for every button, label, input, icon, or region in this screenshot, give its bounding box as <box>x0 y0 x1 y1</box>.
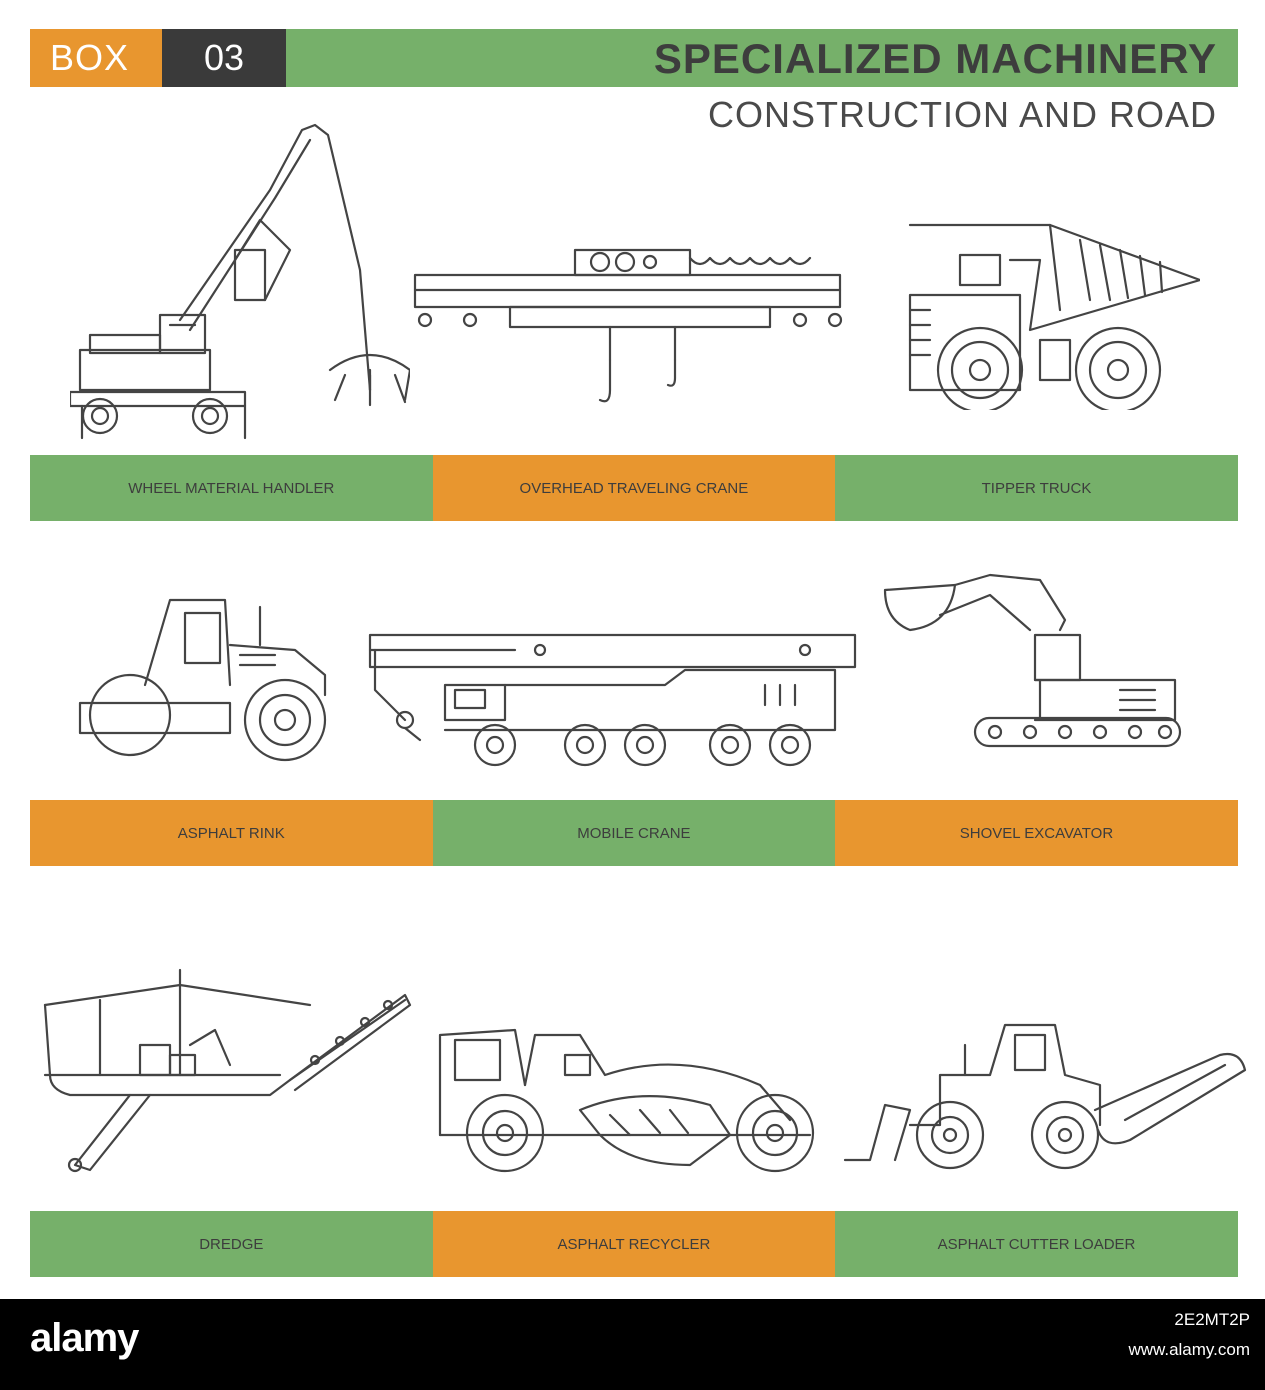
asphalt-rink-icon <box>75 595 340 765</box>
asphalt-recycler-icon <box>430 1015 825 1175</box>
page-title: SPECIALIZED MACHINERY <box>653 35 1217 82</box>
footer-url: www.alamy.com <box>1128 1340 1250 1359</box>
label-row-3: DREDGE ASPHALT RECYCLER ASPHALT CUTTER L… <box>30 1211 1238 1277</box>
label-dredge: DREDGE <box>30 1211 433 1277</box>
shovel-excavator-icon <box>880 570 1185 750</box>
overhead-traveling-crane-icon <box>410 240 850 420</box>
label-shovel-excavator: SHOVEL EXCAVATOR <box>835 800 1238 866</box>
box-number: 03 <box>162 29 286 87</box>
label-tipper-truck: TIPPER TRUCK <box>835 455 1238 521</box>
label-asphalt-recycler: ASPHALT RECYCLER <box>432 1211 836 1277</box>
mobile-crane-icon <box>365 630 860 780</box>
label-asphalt-cutter-loader: ASPHALT CUTTER LOADER <box>835 1211 1238 1277</box>
box-label: BOX <box>30 29 162 87</box>
label-row-2: ASPHALT RINK MOBILE CRANE SHOVEL EXCAVAT… <box>30 800 1238 866</box>
wheel-material-handler-icon <box>70 120 410 440</box>
page-subtitle: CONSTRUCTION AND ROAD <box>707 94 1217 135</box>
tipper-truck-icon <box>900 200 1200 410</box>
footer-image-id: 2E2MT2P <box>1174 1310 1250 1329</box>
asphalt-cutter-loader-icon <box>840 1015 1250 1170</box>
dredge-icon <box>40 965 420 1180</box>
label-mobile-crane: MOBILE CRANE <box>432 800 836 866</box>
footer-bar <box>0 1299 1265 1390</box>
label-overhead-traveling-crane: OVERHEAD TRAVELING CRANE <box>432 455 836 521</box>
label-asphalt-rink: ASPHALT RINK <box>30 800 433 866</box>
label-wheel-material-handler: WHEEL MATERIAL HANDLER <box>30 455 433 521</box>
footer-logo: alamy <box>30 1316 139 1360</box>
label-row-1: WHEEL MATERIAL HANDLER OVERHEAD TRAVELIN… <box>30 455 1238 521</box>
